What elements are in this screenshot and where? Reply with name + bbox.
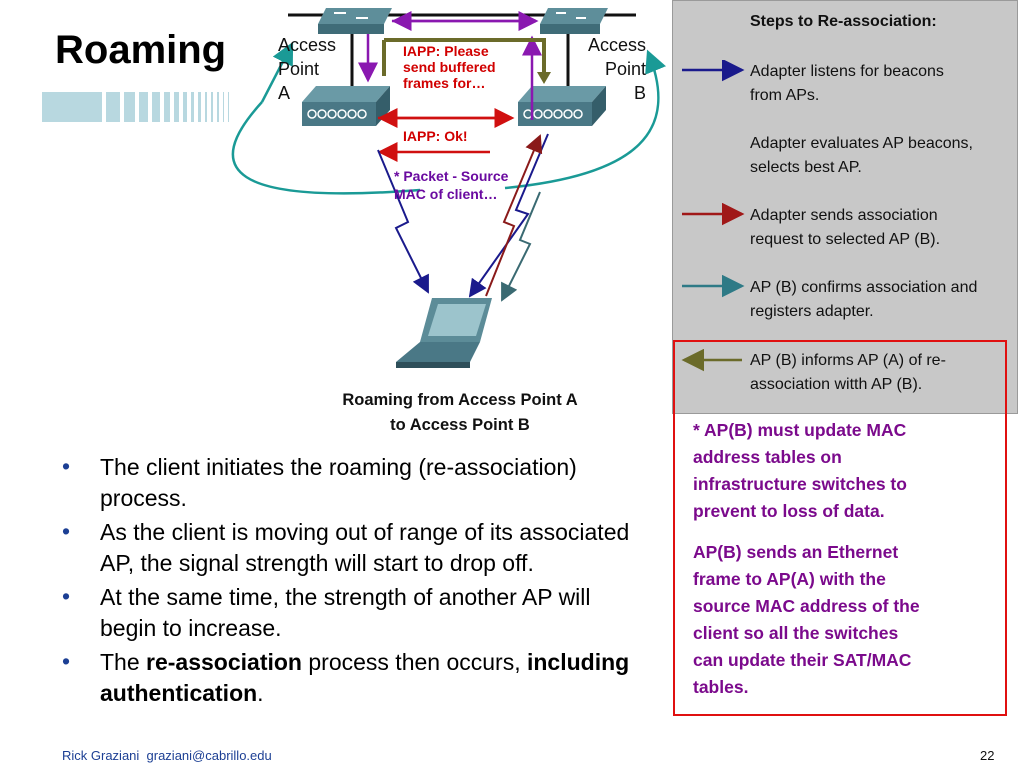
step-line: from APs. — [750, 87, 820, 104]
note-line: AP(B) sends an Ethernet — [693, 542, 899, 562]
bullet-marker: • — [62, 648, 71, 674]
step-4: AP (B) confirms association and register… — [750, 276, 1018, 324]
ap-b-label-line: B — [633, 83, 646, 103]
step-5: AP (B) informs AP (A) of re- association… — [750, 349, 1018, 397]
note-line: prevent to loss of data. — [693, 501, 885, 521]
access-point-b-icon — [518, 86, 606, 126]
bullet-text: process then occurs, — [301, 649, 527, 675]
bullet-text: At the same time, the strength of anothe… — [100, 584, 591, 641]
step-line: selects best AP. — [750, 159, 862, 176]
step-3: Adapter sends association request to sel… — [750, 204, 1018, 252]
bullet-bold-text: including authentication — [100, 649, 630, 706]
note-line: address tables on — [693, 447, 842, 467]
ap-b-label-line: Point — [604, 59, 646, 79]
step-line: AP (B) informs AP (A) of re- — [750, 352, 946, 369]
iapp-please-line: send buffered — [403, 59, 496, 75]
note-line: infrastructure switches to — [693, 474, 907, 494]
step-line: Adapter evaluates AP beacons, — [750, 135, 973, 152]
iapp-please-line: IAPP: Please — [403, 43, 489, 59]
iapp-ok-label: IAPP: Ok! — [403, 128, 468, 144]
steps-title: Steps to Re-association: — [750, 13, 937, 30]
note-line: frame to AP(A) with the — [693, 569, 886, 589]
ap-a-label-line: A — [278, 83, 291, 103]
packet-label: * Packet - Source MAC of client… — [394, 167, 508, 203]
note-mac-update: * AP(B) must update MAC address tables o… — [693, 417, 993, 525]
note-ethernet-frame: AP(B) sends an Ethernet frame to AP(A) w… — [693, 539, 993, 701]
bullet-item: • The re-association process then occurs… — [62, 647, 652, 709]
roaming-diagram — [231, 8, 666, 368]
caption-line: Roaming from Access Point A — [342, 391, 578, 409]
bullet-marker: • — [62, 583, 71, 609]
switch-a-icon — [318, 8, 392, 34]
bullet-text: The — [100, 649, 147, 675]
bullet-item: • The client initiates the roaming (re-a… — [62, 452, 652, 514]
switch-b-icon — [540, 8, 608, 34]
ap-b-label-line: Access — [587, 35, 646, 55]
step-line: request to selected AP (B). — [750, 231, 941, 248]
note-line: can update their SAT/MAC — [693, 650, 912, 670]
packet-label-line: * Packet - Source — [394, 168, 509, 184]
bullet-item: • At the same time, the strength of anot… — [62, 582, 652, 644]
step-1: Adapter listens for beacons from APs. — [750, 60, 1018, 108]
title-decoration-stripes — [42, 92, 229, 122]
slide-title: Roaming — [55, 28, 227, 72]
bullet-text: . — [257, 680, 264, 706]
ap-a-label: Access Point A — [278, 33, 336, 105]
note-line: tables. — [693, 677, 749, 697]
iapp-please-label: IAPP: Please send buffered frames for… — [403, 43, 496, 91]
step-line: registers adapter. — [750, 303, 874, 320]
steps-legend-arrows — [681, 60, 745, 372]
packet-label-line: MAC of client… — [394, 186, 498, 202]
page-number: 22 — [980, 748, 995, 763]
step-line: Adapter sends association — [750, 207, 938, 224]
bullet-marker: • — [62, 518, 71, 544]
laptop-client-icon — [396, 298, 492, 368]
diagram-caption: Roaming from Access Point A to Access Po… — [300, 388, 620, 438]
ap-a-label-line: Access — [278, 35, 337, 55]
caption-line: to Access Point B — [390, 416, 530, 434]
iapp-please-line: frames for… — [403, 75, 486, 91]
step-line: Adapter listens for beacons — [750, 63, 944, 80]
bullet-marker: • — [62, 453, 71, 479]
footer-author: Rick Graziani graziani@cabrillo.edu — [62, 748, 272, 763]
bullet-item: • As the client is moving out of range o… — [62, 517, 652, 579]
note-box-border — [673, 340, 1007, 716]
note-line: client so all the switches — [693, 623, 899, 643]
note-line: * AP(B) must update MAC — [693, 420, 907, 440]
bullet-text: As the client is moving out of range of … — [100, 519, 630, 576]
step-line: association witth AP (B). — [750, 376, 923, 393]
ap-a-label-line: Point — [278, 59, 320, 79]
access-point-a-icon — [302, 86, 390, 126]
bullet-list: • The client initiates the roaming (re-a… — [62, 452, 652, 712]
step-line: AP (B) confirms association and — [750, 279, 978, 296]
bullet-text: The client initiates the roaming (re-ass… — [100, 454, 577, 511]
step-2: Adapter evaluates AP beacons, selects be… — [750, 132, 1018, 180]
note-line: source MAC address of the — [693, 596, 920, 616]
bullet-bold-text: re-association — [146, 649, 302, 675]
ap-b-label: Access Point B — [572, 33, 646, 105]
